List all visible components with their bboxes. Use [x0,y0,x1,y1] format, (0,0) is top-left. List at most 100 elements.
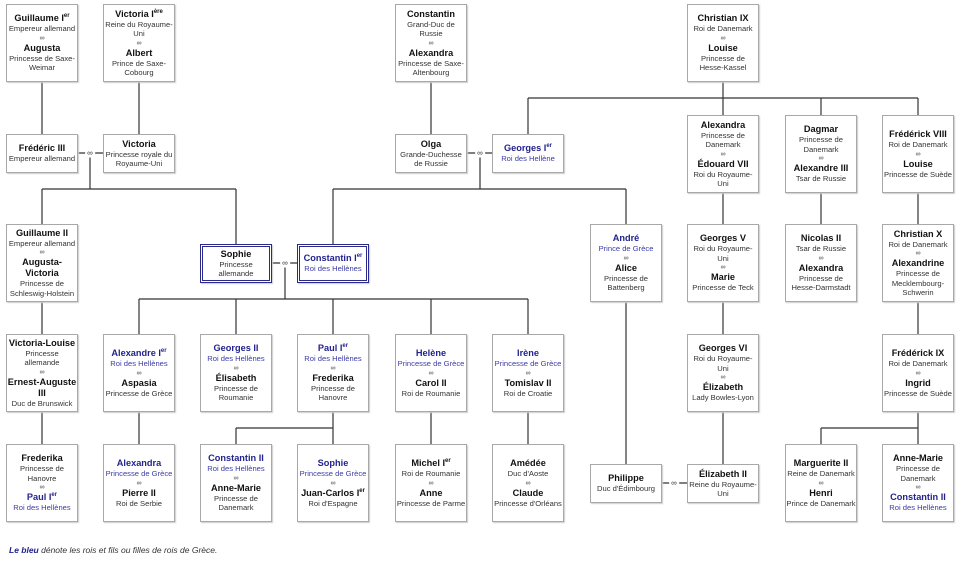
marriage-symbol: ∞ [818,155,824,163]
person-name: Philippe [597,473,655,484]
name-text: Constantin II [890,492,946,503]
name-text: Helène [415,348,447,358]
person-name: Olga [396,139,466,150]
marriage-symbol: ∞ [39,368,45,376]
name-text: Dagmar [803,124,839,135]
name-text: André [612,233,640,244]
person-title: Princesse de Saxe-Altenbourg [398,58,464,78]
name-text: Marie [710,272,735,283]
person-name: Nicolas II [796,233,846,244]
person-name: Alexandre Ier [110,348,167,359]
person-name: Anne-Marie [883,453,953,464]
ordinal-suffix: ère [153,8,163,15]
marriage-symbol: ∞ [915,484,921,492]
person-name: Pierre II [116,488,162,499]
marriage-link-symbol: ∞ [280,258,290,268]
person-title: Grande-Duchesse de Russie [400,149,462,169]
marriage-symbol: ∞ [525,369,531,377]
ordinal-suffix: er [51,492,58,499]
person-title: Princesse de Saxe-Weimar [9,53,75,73]
name-text: Constantin II [208,453,264,464]
name-text: Victoria I [115,8,154,19]
name-text: Alexandra [408,47,454,58]
marriage-symbol: ∞ [720,150,726,158]
person-name: Frédéric III [9,143,75,154]
name-text: Louise [708,42,738,53]
name-text: Augusta-Victoria [22,257,62,279]
person-title: Princesse de Suède [884,169,952,179]
name-text: Nicolas II [800,233,842,244]
person-title: Roi du Royaume-Uni [693,244,753,263]
ordinal-suffix: er [546,143,553,150]
marriage-symbol: ∞ [233,474,239,482]
person-name: Alice [591,263,661,274]
name-text: Paul I [317,343,343,354]
person-title: Princesse de Parme [396,498,466,508]
marriage-symbol: ∞ [915,150,921,158]
person-name: André [599,233,654,244]
person-name: Alexandra [786,263,856,274]
name-text: Victoria-Louise [8,337,76,348]
ordinal-suffix: er [342,343,349,350]
person-name: Anne-Marie [201,483,271,494]
person-name: Victoria [104,139,174,150]
person-title: Reine de Danemark [787,469,855,478]
marriage-symbol: ∞ [720,264,726,272]
name-text: Victoria [122,138,156,149]
person-title: Reine du Royaume-Uni [105,19,173,39]
person-title: Princesse de Mecklembourg-Schwerin [891,269,945,297]
person-title: Duc de Brunswick [11,398,73,408]
person-title: Prince de Saxe-Cobourg [111,58,167,78]
person-name: Constantin II [889,492,946,503]
marriage-link-symbol: ∞ [85,148,95,158]
